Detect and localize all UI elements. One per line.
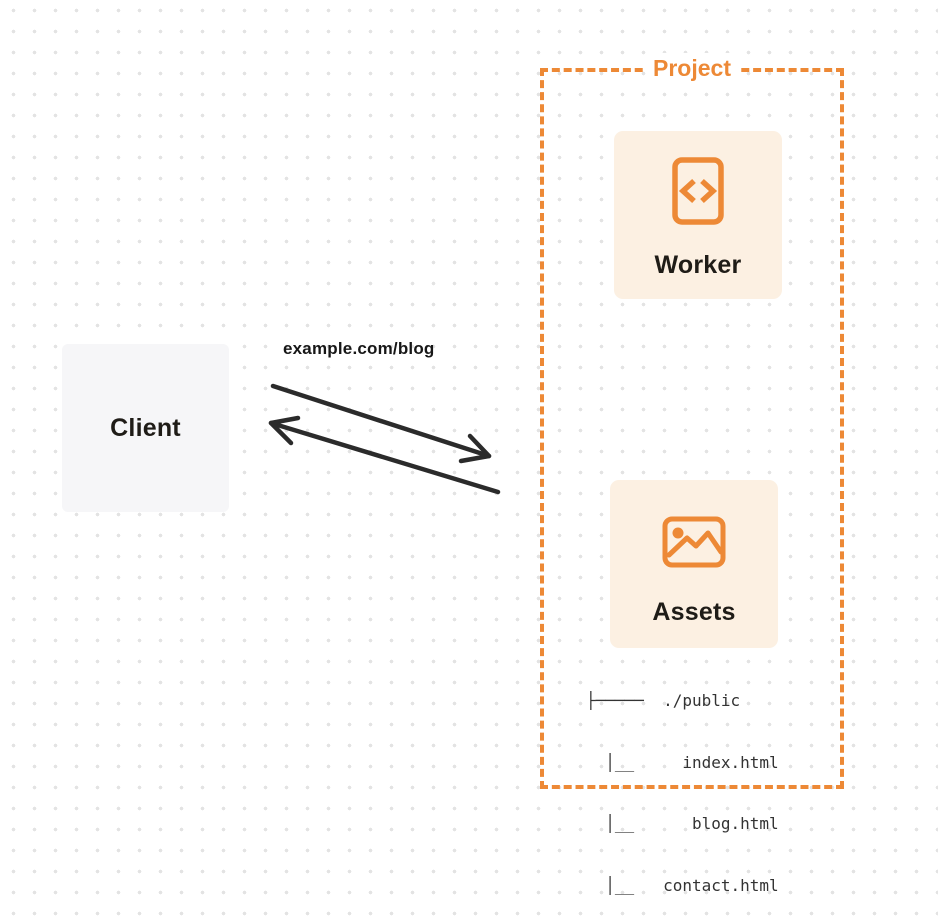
code-file-icon [672, 157, 724, 225]
worker-label: Worker [654, 251, 742, 279]
diagram-canvas: { "colors": { "accent_orange": "#ED8936"… [0, 0, 938, 895]
assets-label: Assets [652, 598, 736, 626]
file-tree: ├───── ./public │__ index.html │__ blog.… [586, 650, 779, 917]
arrow-project-to-client [268, 415, 501, 495]
file-tree-line-index: │__ index.html [586, 752, 779, 772]
file-tree-line-contact: │__ contact.html [586, 875, 779, 895]
file-tree-line-public: ├───── ./public [586, 691, 741, 710]
file-tree-line-blog: │__ blog.html [586, 814, 779, 833]
project-label: Project [646, 53, 738, 83]
client-box: Client [62, 344, 229, 512]
arrow-client-to-project [270, 383, 492, 464]
worker-card: Worker [614, 131, 782, 299]
request-url-label: example.com/blog [283, 339, 435, 358]
client-label: Client [110, 413, 181, 442]
assets-card: Assets [610, 480, 778, 648]
image-icon [662, 516, 726, 568]
project-container: Project Worker Assets [540, 53, 844, 789]
